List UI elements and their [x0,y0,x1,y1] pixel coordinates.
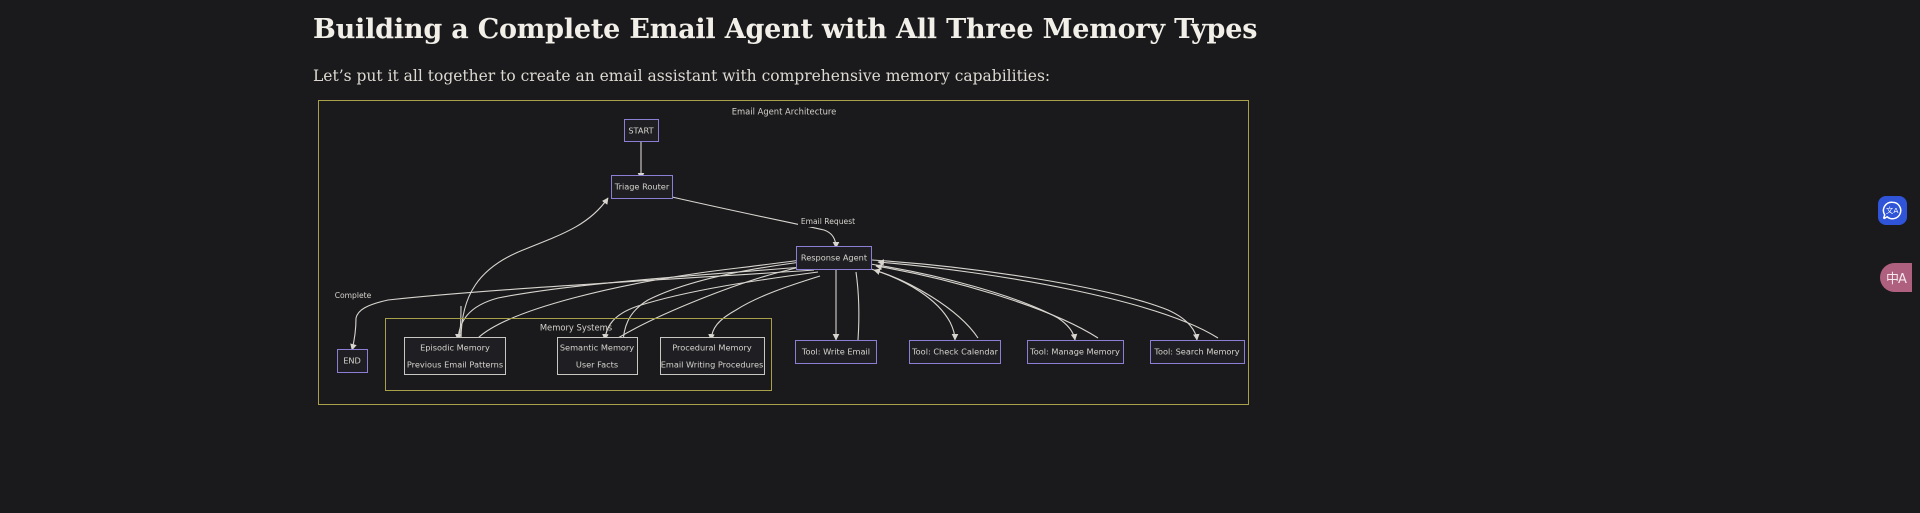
page-title: Building a Complete Email Agent with All… [313,14,1258,45]
edge-response-to-procedural [708,275,821,341]
edge-response-to-search-memory [871,259,1200,341]
node-end-label: END [343,356,361,366]
memory-systems-cluster [385,318,772,391]
translate-bubble-icon-button[interactable]: 文A [1878,196,1907,225]
article-body: Building a Complete Email Agent with All… [313,0,1553,87]
node-triage-router[interactable]: Triage Router [611,175,673,199]
node-tool-manage-memory[interactable]: Tool: Manage Memory [1027,340,1124,364]
node-tool-check-calendar[interactable]: Tool: Check Calendar [909,340,1001,364]
node-tool-check-calendar-label: Tool: Check Calendar [911,347,999,357]
node-tool-search-memory-label: Tool: Search Memory [1153,347,1239,357]
node-start[interactable]: START [624,119,659,142]
node-procedural-memory[interactable]: Procedural Memory Email Writing Procedur… [660,337,765,375]
node-episodic-memory-line2: Previous Email Patterns [407,360,503,370]
translate-language-label: 中A [1886,272,1907,287]
node-end[interactable]: END [337,349,368,373]
edge-check-calendar-to-response [873,268,979,339]
node-response-agent-label: Response Agent [801,253,868,263]
node-start-label: START [628,126,654,136]
edge-response-to-end [355,269,815,319]
node-semantic-memory-line1: Semantic Memory [560,343,634,353]
edge-manage-memory-to-response [875,263,1099,339]
node-semantic-memory-line2: User Facts [576,360,618,370]
edge-response-to-semantic [602,271,819,341]
node-semantic-memory[interactable]: Semantic Memory User Facts [557,337,638,375]
node-episodic-memory[interactable]: Episodic Memory Previous Email Patterns [404,337,506,375]
edge-to-end [350,317,357,351]
edge-write-email-to-response [855,271,860,341]
svg-text:文A: 文A [1886,205,1899,215]
diagram-title: Email Agent Architecture [732,107,837,117]
node-response-agent[interactable]: Response Agent [796,246,872,270]
translate-bubble-icon: 文A [1882,201,1902,220]
edge-search-memory-to-response [877,259,1219,339]
node-episodic-memory-line1: Episodic Memory [420,343,490,353]
translate-language-toggle[interactable]: 中A [1880,263,1912,292]
edge-triage-to-response [671,196,840,249]
diagram-outer-frame [318,100,1249,405]
node-tool-manage-memory-label: Tool: Manage Memory [1029,347,1120,357]
node-procedural-memory-line1: Procedural Memory [672,343,752,353]
node-procedural-memory-line2: Email Writing Procedures [661,360,764,370]
email-agent-architecture-diagram: Email Agent Architecture Email Request C… [318,100,1249,405]
node-tool-write-email[interactable]: Tool: Write Email [795,340,877,364]
node-tool-write-email-label: Tool: Write Email [801,347,870,357]
memory-systems-label: Memory Systems [540,323,612,333]
edge-response-to-manage-memory [869,263,1078,341]
edge-label-email-request: Email Request [801,217,855,226]
edge-label-complete: Complete [335,291,372,300]
edge-response-to-triage-arc [460,197,609,341]
edge-response-to-episodic [455,265,817,341]
edge-response-to-triage [622,259,819,347]
node-tool-search-memory[interactable]: Tool: Search Memory [1150,340,1245,364]
page-subtitle: Let’s put it all together to create an e… [313,66,1051,85]
node-triage-router-label: Triage Router [614,182,670,192]
